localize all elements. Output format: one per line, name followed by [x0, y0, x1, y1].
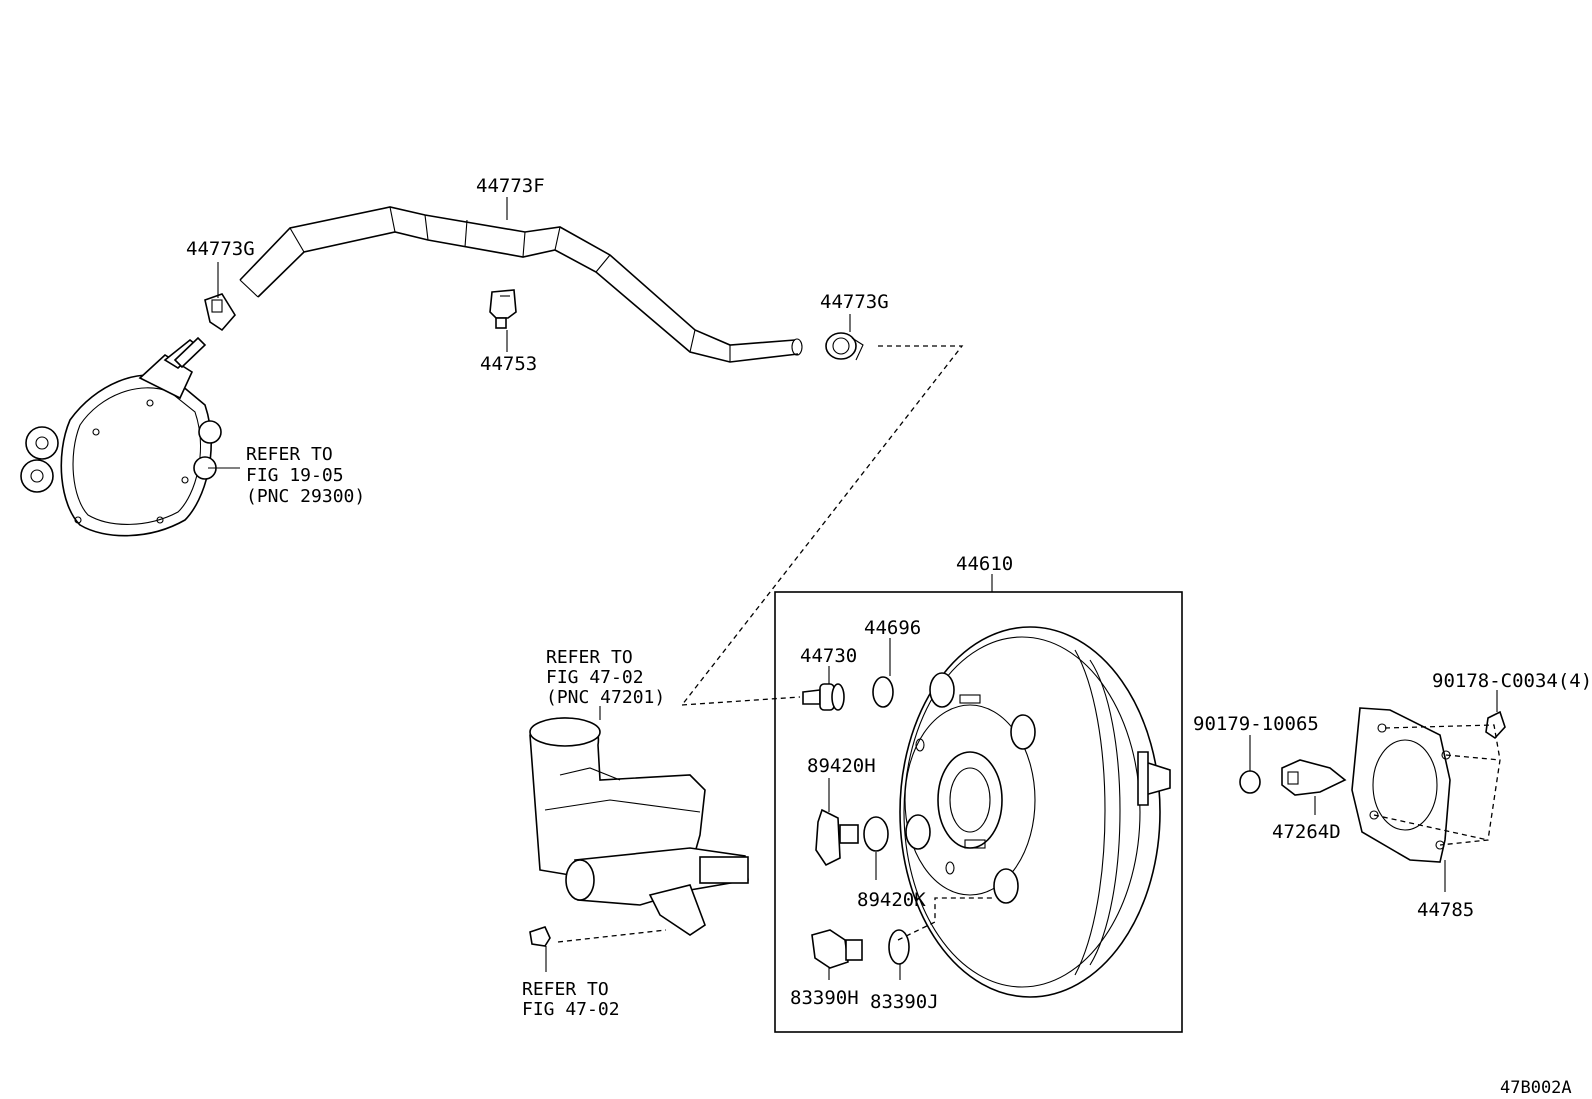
label-44610: 44610	[956, 553, 1013, 575]
grommet-89420k	[863, 816, 889, 852]
label-44773f: 44773F	[476, 175, 545, 197]
ref-master-cylinder-line2: FIG 47-02	[546, 667, 644, 688]
hose-connector	[489, 289, 517, 329]
label-83390h: 83390H	[790, 987, 859, 1009]
ref-vacuum-pump-line3: (PNC 29300)	[246, 486, 365, 507]
pump-nipple	[173, 336, 207, 369]
reservoir-cap	[529, 926, 551, 947]
ref-reservoir-cap-line2: FIG 47-02	[522, 999, 620, 1020]
label-83390j: 83390J	[870, 991, 939, 1013]
check-valve	[802, 683, 845, 711]
label-44730: 44730	[800, 645, 857, 667]
label-90179: 90179-10065	[1193, 713, 1319, 735]
label-44773g-left: 44773G	[186, 238, 255, 260]
ref-master-cylinder-line1: REFER TO	[546, 647, 633, 668]
label-44785: 44785	[1417, 899, 1474, 921]
gasket-plate-44785	[1351, 707, 1451, 863]
dashed-connectors	[557, 345, 1501, 943]
hose-clamp-left	[204, 293, 236, 332]
booster-assy-frame	[774, 591, 1183, 1033]
ref-master-cylinder: REFER TO FIG 47-02 (PNC 47201)	[546, 647, 665, 708]
label-89420h: 89420H	[807, 755, 876, 777]
grommet-44696	[872, 676, 894, 708]
vacuum-pump	[20, 338, 222, 537]
grommet-90179	[1239, 770, 1261, 794]
nut-90178	[1485, 710, 1506, 740]
ref-reservoir-cap-line1: REFER TO	[522, 979, 609, 1000]
label-44773g-right: 44773G	[820, 291, 889, 313]
ref-reservoir-cap: REFER TO FIG 47-02	[522, 979, 620, 1020]
label-90178: 90178-C0034(4)	[1432, 670, 1592, 692]
ref-vacuum-pump: REFER TO FIG 19-05 (PNC 29300)	[246, 444, 365, 507]
grommet-83390j	[888, 929, 910, 965]
label-44696: 44696	[864, 617, 921, 639]
vacuum-sensor	[815, 808, 859, 867]
label-47264d: 47264D	[1272, 821, 1341, 843]
bracket-47264d	[1281, 759, 1347, 796]
master-cylinder	[529, 717, 749, 936]
brake-booster	[899, 626, 1171, 998]
ref-vacuum-pump-line2: FIG 19-05	[246, 465, 344, 486]
diagram-id: 47B002A	[1500, 1078, 1572, 1098]
hose-clamp-right	[825, 332, 864, 361]
ref-master-cylinder-line3: (PNC 47201)	[546, 687, 665, 708]
pressure-switch	[811, 929, 863, 969]
label-89420k: 89420K	[857, 889, 926, 911]
ref-vacuum-pump-line1: REFER TO	[246, 444, 333, 465]
vacuum-hose	[239, 206, 803, 363]
leader-lines	[208, 197, 1498, 980]
label-44753: 44753	[480, 353, 537, 375]
